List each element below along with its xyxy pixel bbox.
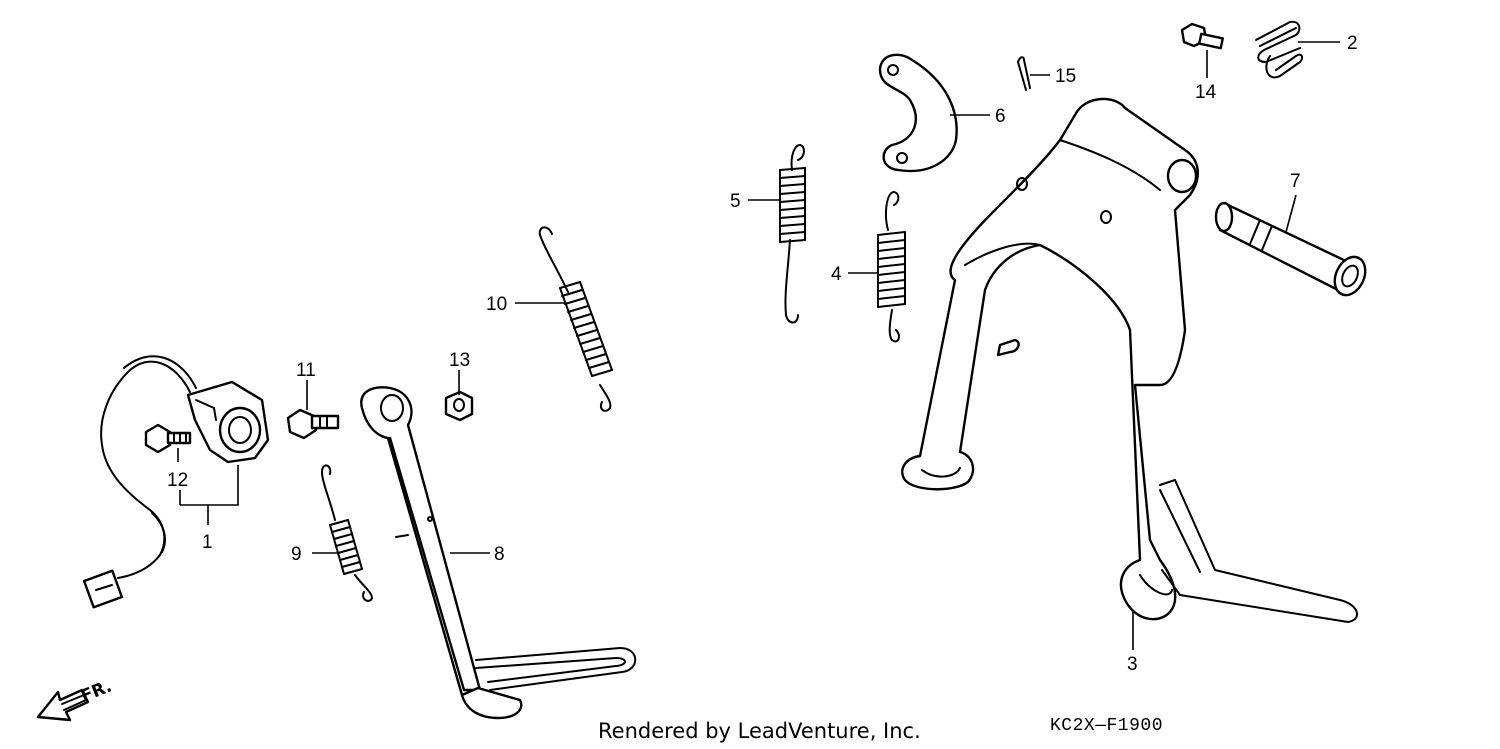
leader-lines xyxy=(177,41,1340,650)
spring-5-part[interactable] xyxy=(779,144,806,324)
spring-icon xyxy=(559,281,613,377)
diagram-code: KC2X—F1900 xyxy=(1050,716,1163,736)
bolt-14-part[interactable] xyxy=(1180,22,1224,50)
plate-6-part[interactable] xyxy=(878,53,958,173)
spring-4-part[interactable] xyxy=(877,191,906,343)
callout-11: 11 xyxy=(296,360,316,381)
side-stand-8-part[interactable] xyxy=(360,386,637,720)
clip-2-part[interactable] xyxy=(1255,20,1304,79)
callout-5: 5 xyxy=(730,191,741,212)
spring-10-part[interactable] xyxy=(538,226,613,412)
bolt-12-part[interactable] xyxy=(144,423,192,454)
bolt-11-part[interactable] xyxy=(286,408,340,440)
cotter-pin-15-part[interactable] xyxy=(1017,56,1031,91)
callout-13: 13 xyxy=(449,350,470,371)
shaft-7-part[interactable] xyxy=(1214,201,1371,300)
callout-10: 10 xyxy=(486,294,507,315)
callout-12: 12 xyxy=(167,470,188,491)
arrow-front-icon xyxy=(36,688,90,722)
callout-3: 3 xyxy=(1127,654,1138,675)
callout-1: 1 xyxy=(202,532,213,553)
callout-14: 14 xyxy=(1195,82,1217,103)
callout-6: 6 xyxy=(995,106,1006,127)
callout-4: 4 xyxy=(831,264,842,285)
callout-9: 9 xyxy=(291,544,302,565)
callout-2: 2 xyxy=(1347,33,1358,54)
callout-7: 7 xyxy=(1290,171,1301,192)
direction-label: FR. xyxy=(78,676,115,706)
main-stand-3-part[interactable] xyxy=(901,97,1358,623)
callout-8: 8 xyxy=(494,544,505,565)
rendered-by-caption: Rendered by LeadVenture, Inc. xyxy=(598,719,921,743)
spring-9-part[interactable] xyxy=(321,464,373,602)
nut-13-part[interactable] xyxy=(444,390,474,422)
side-stand-switch-part[interactable] xyxy=(82,355,270,609)
callout-15: 15 xyxy=(1055,66,1076,87)
callout-labels: 1 12 11 13 10 8 9 5 4 6 15 14 2 7 3 xyxy=(167,33,1358,675)
